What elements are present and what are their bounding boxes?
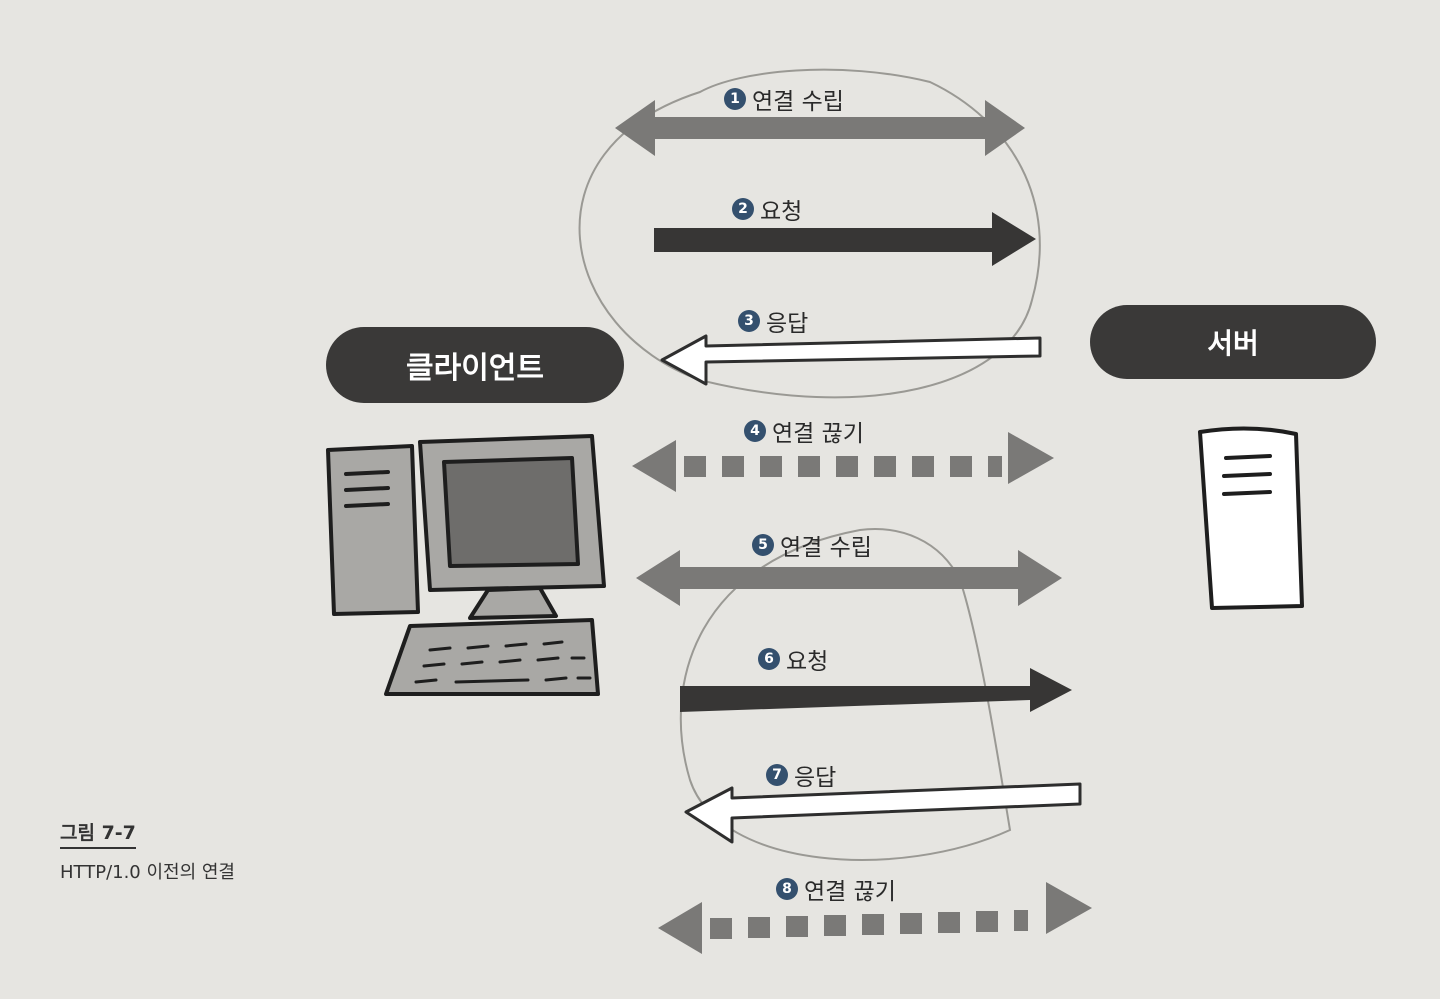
arrow-step-8-disconnect	[658, 882, 1092, 954]
step-number-badge: 6	[758, 648, 780, 670]
step-label-1: 1 연결 수립	[724, 82, 844, 116]
arrow-step-5-connect	[636, 550, 1062, 606]
step-number-badge: 2	[732, 198, 754, 220]
server-label: 서버	[1207, 327, 1259, 360]
step-label-text: 요청	[786, 649, 829, 675]
step-label-3: 3 응답	[738, 304, 808, 338]
step-label-5: 5 연결 수립	[752, 528, 872, 562]
arrow-step-7-response	[684, 782, 1082, 844]
step-label-6: 6 요청	[758, 642, 828, 676]
server-icon	[1198, 426, 1304, 610]
step-number-badge: 8	[776, 878, 798, 900]
arrow-step-4-disconnect	[632, 432, 1054, 492]
server-label-pill: 서버	[1090, 305, 1376, 379]
step-label-text: 연결 끊기	[772, 421, 864, 447]
step-number-badge: 7	[766, 764, 788, 786]
step-label-2: 2 요청	[732, 192, 802, 226]
step-label-text: 요청	[760, 199, 803, 225]
arrow-step-1-connect	[615, 100, 1025, 156]
step-number-badge: 5	[752, 534, 774, 556]
step-number-badge: 3	[738, 310, 760, 332]
step-label-8: 8 연결 끊기	[776, 872, 896, 906]
step-label-4: 4 연결 끊기	[744, 414, 864, 448]
figure-description: HTTP/1.0 이전의 연결	[60, 862, 235, 883]
step-number-badge: 1	[724, 88, 746, 110]
step-label-7: 7 응답	[766, 758, 836, 792]
step-label-text: 연결 수립	[780, 535, 872, 561]
arrow-step-3-response	[660, 334, 1042, 386]
step-label-text: 연결 수립	[752, 89, 844, 115]
figure-caption: 그림 7-7 HTTP/1.0 이전의 연결	[60, 818, 240, 887]
client-label-pill: 클라이언트	[326, 327, 624, 403]
step-label-text: 응답	[766, 311, 809, 337]
step-label-text: 응답	[794, 765, 837, 791]
arrow-step-2-request	[654, 212, 1036, 266]
client-label: 클라이언트	[406, 351, 544, 386]
step-number-badge: 4	[744, 420, 766, 442]
arrow-step-6-request	[680, 668, 1072, 712]
step-label-text: 연결 끊기	[804, 879, 896, 905]
figure-number: 그림 7-7	[60, 818, 136, 849]
client-computer-icon	[326, 434, 606, 696]
